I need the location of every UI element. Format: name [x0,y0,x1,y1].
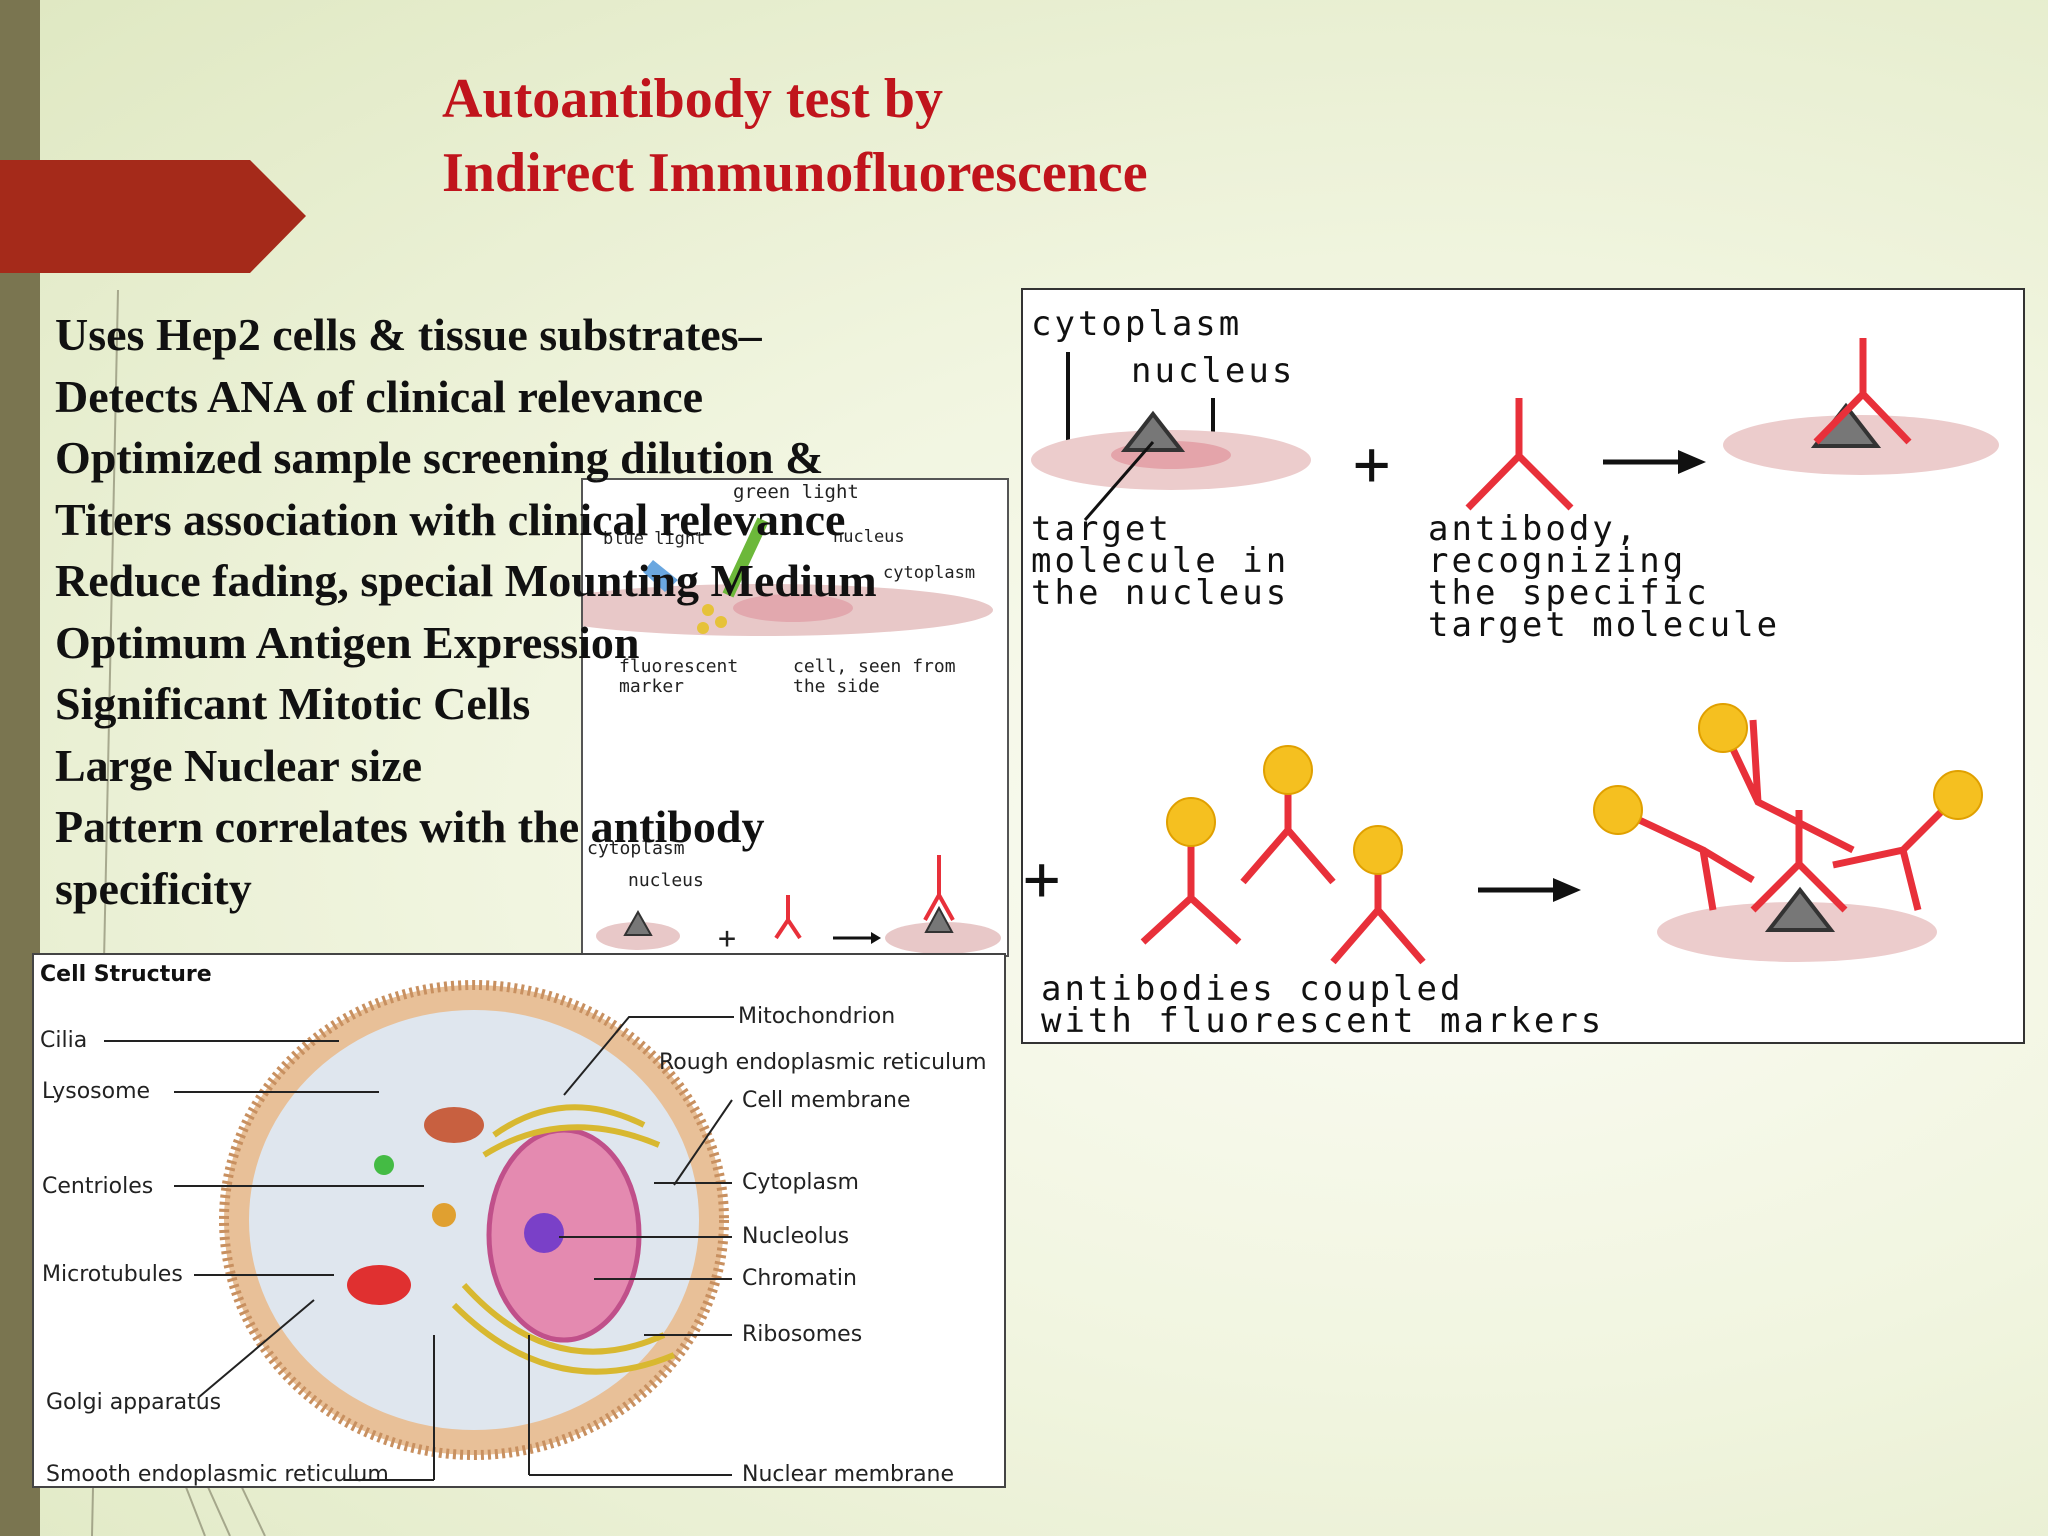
label-fluorescent: fluorescent [619,656,738,677]
target-triangle [924,905,954,933]
label-golgi: Golgi apparatus [46,1390,221,1415]
label-ribosomes: Ribosomes [742,1322,862,1347]
antibody-shape [774,895,802,940]
arrow-head [1553,878,1581,902]
label-nucleus-small: nucleus [833,527,905,547]
label-green-light: green light [733,481,859,503]
rough-er [451,1104,676,1375]
arrow-head [871,932,881,944]
small-fluorescence-diagram: green light blue light nucleus cytoplasm… [581,478,1009,957]
antibody-shape [1750,810,1848,913]
title-line-1: Autoantibody test by [442,68,943,130]
antibody-shape [1813,338,1912,445]
fluorescent-marker [1353,825,1403,875]
title-line-2: Indirect Immunofluorescence [442,142,1148,204]
label-marker: marker [619,676,684,697]
antibody-shape [1719,719,1855,854]
cell-structure-svg: Cell Structure Cilia Lysosome Centrioles… [40,962,987,1486]
cell-shape [885,922,1001,954]
label-nuclear-membrane: Nuclear membrane [742,1462,954,1486]
leader-lines [104,1016,734,1481]
label-nucleus-2: nucleus [628,870,704,891]
lysosome-shape [374,1155,394,1175]
label-antibody-3: the specific [1428,573,1710,613]
antibody-binding-diagram: cytoplasm nucleus target molecule in the… [1021,288,2025,1044]
cell-nucleus [486,1127,642,1343]
label-nucleus: nucleus [1131,351,1295,391]
label-target-2: molecule in [1031,541,1289,581]
target-triangle [623,909,653,936]
blue-light-beam [643,560,678,592]
bullet-item: Reduce fading, special Mounting Medium [55,555,877,606]
label-microtubules: Microtubules [42,1262,183,1287]
label-target-3: the nucleus [1031,573,1289,613]
fluorescent-marker [1933,770,1983,820]
marker-dot [715,616,727,628]
label-coupled-1: antibodies coupled [1041,969,1463,1009]
cell-structure-title: Cell Structure [40,962,212,987]
bullet-item: Optimized sample screening dilution & [55,432,824,483]
label-centrioles: Centrioles [42,1174,153,1199]
title-arrow-shape [0,160,306,273]
label-cell-side-1: cell, seen from [793,656,956,677]
arrow-head [1678,450,1706,474]
antibody-shape [1465,398,1574,511]
pointer-line [1083,441,1155,521]
label-target-1: target [1031,509,1172,549]
left-labels: Cilia Lysosome Centrioles Microtubules G… [40,1028,389,1486]
label-cytoplasm: cytoplasm [1031,304,1242,344]
golgi-shape [347,1265,411,1305]
target-triangle [1764,886,1836,932]
small-diagram-svg: green light blue light nucleus cytoplasm… [583,481,1001,955]
label-chromatin: Chromatin [742,1266,857,1291]
big-diagram-svg: cytoplasm nucleus target molecule in the… [1023,304,1999,1041]
bullet-item: Optimum Antigen Expression [55,616,640,668]
bullet-item: Titers association with clinical relevan… [55,493,846,545]
label-mitochondrion: Mitochondrion [738,1004,895,1029]
label-antibody-1: antibody, [1428,509,1639,549]
marker-dot [702,604,714,616]
bullet-list: Uses Hep2 cells & tissue substrates– Det… [55,304,1055,919]
cell-nucleolus [524,1213,564,1253]
cell-structure-figure: Cell Structure Cilia Lysosome Centrioles… [32,953,1006,1488]
label-smooth-er: Smooth endoplasmic reticulum [46,1462,389,1486]
label-antibody-2: recognizing [1428,541,1686,581]
fluorescent-marker [1698,703,1748,753]
label-cytoplasm-2: cytoplasm [587,838,685,859]
label-cell-membrane: Cell membrane [742,1088,910,1113]
slide-title: Autoantibody test by Indirect Immunofluo… [442,62,1148,210]
label-lysosome: Lysosome [42,1079,150,1104]
label-blue-light: blue light [603,529,705,549]
antibody-shape [1616,806,1755,911]
fluorescent-marker [1166,797,1216,847]
label-antibody-4: target molecule [1428,605,1780,645]
bullet-item: Detects ANA of clinical relevance [55,370,704,422]
label-cell-side-2: the side [793,676,880,697]
plus-sign: + [1353,427,1390,500]
label-nucleolus: Nucleolus [742,1224,849,1249]
centriole-shape [432,1203,456,1227]
plus-sign: + [1023,842,1060,915]
label-coupled-2: with fluorescent markers [1041,1001,1604,1041]
fluorescent-marker [1263,745,1313,795]
bullet-item: Uses Hep2 cells & tissue substrates– [55,309,762,360]
antibody-shape [923,855,955,921]
bullet-item: Large Nuclear size [55,739,423,791]
antibody-shape [1832,792,1961,911]
plus-sign: + [718,921,736,955]
right-labels: Mitochondrion Rough endoplasmic reticulu… [659,1004,987,1486]
marker-dot [697,622,709,634]
mitochondrion-shape [424,1107,484,1143]
bullet-item: specificity [55,862,252,914]
bullet-item: Pattern correlates with the antibody [55,801,765,852]
green-light-beam [722,517,769,598]
label-rough-er: Rough endoplasmic reticulum [659,1050,987,1075]
fluorescent-marker [1593,785,1643,835]
label-cilia: Cilia [40,1028,87,1053]
label-cytoplasm: Cytoplasm [742,1170,859,1195]
label-cytoplasm-small: cytoplasm [883,563,975,583]
bullet-item: Significant Mitotic Cells [55,678,531,729]
target-triangle [1120,410,1186,452]
small-nucleus-shape [733,594,853,622]
